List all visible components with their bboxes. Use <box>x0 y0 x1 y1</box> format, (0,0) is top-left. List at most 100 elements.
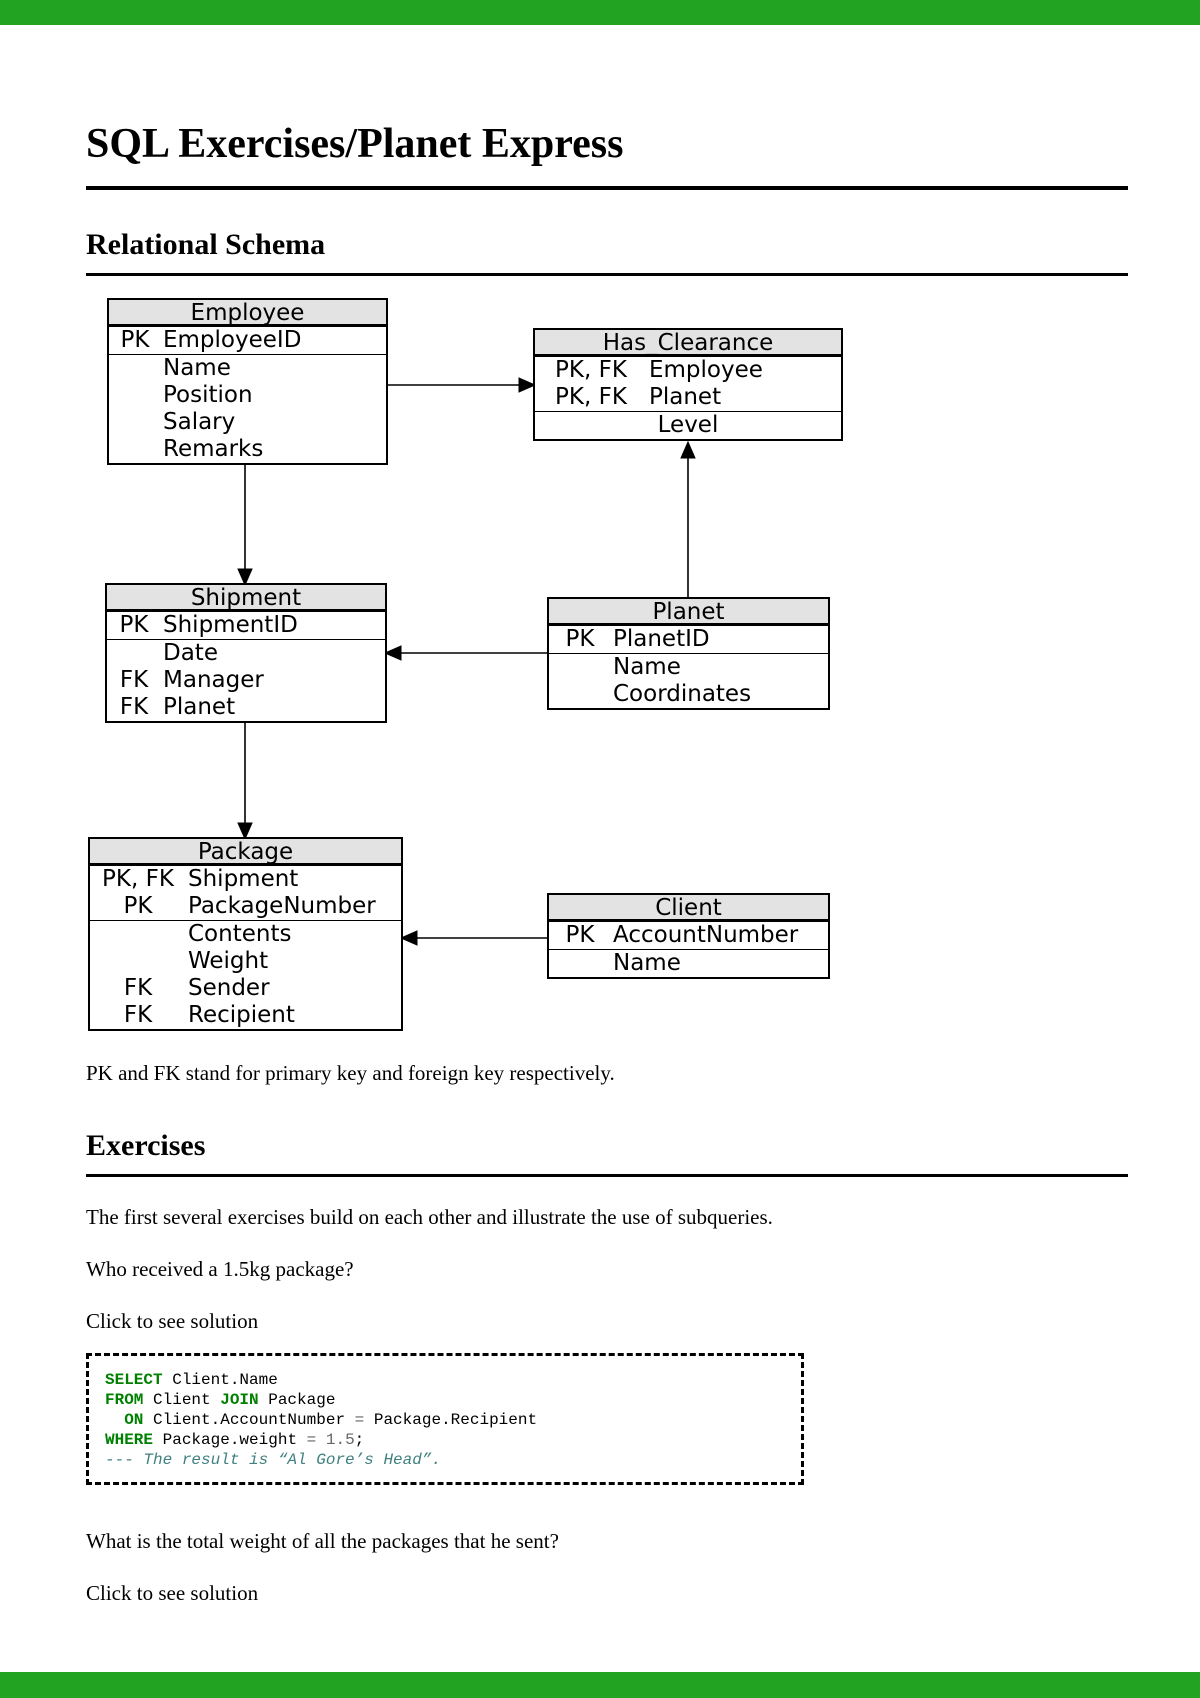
er-row: Date <box>107 640 385 667</box>
er-attr-label: PackageNumber <box>188 893 376 919</box>
er-row: Salary <box>109 409 386 436</box>
er-connectors <box>237 377 696 946</box>
er-row: Contents <box>90 921 401 948</box>
er-attr-label: ShipmentID <box>163 612 298 638</box>
er-attr-label: Recipient <box>188 1002 295 1028</box>
er-key-label <box>109 436 161 463</box>
er-attr-label: Name <box>613 950 681 976</box>
er-key-label <box>90 948 186 975</box>
er-attr-label: Planet <box>163 694 236 720</box>
er-row: Name <box>109 355 386 382</box>
er-key-label <box>109 382 161 409</box>
er-row: PK ShipmentID <box>107 612 385 639</box>
er-key-label <box>549 681 611 708</box>
exercises-intro: The first several exercises build on eac… <box>86 1205 773 1229</box>
er-attr-label: Shipment <box>188 866 299 892</box>
er-table-title: Client <box>549 895 828 922</box>
connector-employee-to-shipment <box>237 462 253 587</box>
er-key-label: PK <box>119 612 149 638</box>
er-key-label: PK, FK <box>555 357 627 383</box>
er-attr-label: Level <box>657 412 719 438</box>
er-row: PK PlanetID <box>549 626 828 653</box>
er-row: PK PackageNumber <box>90 893 401 920</box>
er-attr-label: Name <box>613 654 681 680</box>
er-row: PK EmployeeID <box>109 327 386 354</box>
er-row: FK Manager <box>107 667 385 694</box>
er-attr-label: Employee <box>649 357 763 383</box>
er-attr-label: Date <box>163 640 218 666</box>
connector-employee-to-has-clearance <box>382 377 537 393</box>
er-key-label: FK <box>123 1002 153 1028</box>
er-row: PK, FK Employee <box>535 357 841 384</box>
exercises-heading: Exercises <box>86 1085 1128 1177</box>
er-attr-label: Planet <box>649 384 722 410</box>
connector-shipment-to-package <box>237 720 253 841</box>
er-key-label <box>109 409 161 436</box>
er-attr-label: Coordinates <box>613 681 752 707</box>
er-key-label: FK <box>123 975 153 1001</box>
er-key-label: PK <box>120 327 150 353</box>
er-table-title: Employee <box>109 300 386 327</box>
er-row: FK Planet <box>107 694 385 721</box>
er-key-label <box>549 950 611 977</box>
er-row: Remarks <box>109 436 386 463</box>
er-attr-label: Salary <box>163 409 236 435</box>
connector-client-to-package <box>399 930 553 946</box>
er-key-label <box>549 654 611 681</box>
code-line: --- The result is “Al Gore’s Head”. <box>105 1451 442 1469</box>
er-row: Weight <box>90 948 401 975</box>
er-attr-label: EmployeeID <box>163 327 302 353</box>
connector-planet-to-shipment <box>383 645 553 661</box>
er-row: Name <box>549 950 828 977</box>
er-key-label: FK <box>119 694 149 720</box>
page-content: SQL Exercises/Planet Express Relational … <box>86 0 1128 1605</box>
er-key-label: PK <box>123 893 153 919</box>
er-key-label: PK <box>565 922 595 948</box>
er-table-title: Shipment <box>107 585 385 612</box>
top-bar <box>0 0 1200 25</box>
er-key-label <box>90 921 186 948</box>
er-attr-label: Position <box>163 382 253 408</box>
er-attr-label: AccountNumber <box>613 922 799 948</box>
er-attr-label: Name <box>163 355 231 381</box>
exercise-2-solution-toggle[interactable]: Click to see solution <box>86 1581 259 1605</box>
er-key-label: PK <box>565 626 595 652</box>
exercise-2-question: What is the total weight of all the pack… <box>86 1529 559 1553</box>
er-attr-label: Remarks <box>163 436 264 462</box>
er-row: PK, FK Planet <box>535 384 841 411</box>
schema-note: PK and FK stand for primary key and fore… <box>86 1061 615 1085</box>
er-key-label: FK <box>119 667 149 693</box>
er-row: Level <box>535 412 841 439</box>
er-attr-label: Weight <box>188 948 269 974</box>
er-attr-label: PlanetID <box>613 626 710 652</box>
er-key-label <box>107 640 161 667</box>
er-attr-label: Manager <box>163 667 264 693</box>
page-title: SQL Exercises/Planet Express <box>86 0 1128 190</box>
connector-planet-to-has-clearance <box>680 440 696 603</box>
er-attr-label: Sender <box>188 975 270 1001</box>
er-row: PK AccountNumber <box>549 922 828 949</box>
er-row: Name <box>549 654 828 681</box>
er-row: Position <box>109 382 386 409</box>
code-line: FROM Client JOIN Package <box>105 1391 336 1409</box>
er-key-label: PK, FK <box>555 384 627 410</box>
er-table-title: Has_Clearance <box>535 330 841 357</box>
exercise-1-question: Who received a 1.5kg package? <box>86 1257 354 1281</box>
relational-schema-heading: Relational Schema <box>86 190 1128 276</box>
exercise-1-solution-toggle[interactable]: Click to see solution <box>86 1309 259 1333</box>
er-row: FK Recipient <box>90 1002 401 1029</box>
er-attr-label: Contents <box>188 921 292 947</box>
code-line: ON Client.AccountNumber = Package.Recipi… <box>124 1411 538 1429</box>
er-row: Coordinates <box>549 681 828 708</box>
er-table-title: Package <box>90 839 401 866</box>
er-table-title: Planet <box>549 599 828 626</box>
